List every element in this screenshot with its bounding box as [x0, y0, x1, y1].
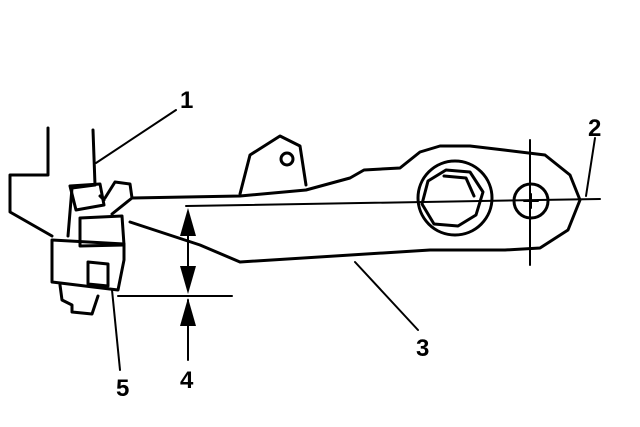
dimension-arrow [180, 208, 196, 361]
rod-end [98, 180, 134, 216]
callout-4: 4 [180, 367, 194, 394]
callout-3: 3 [416, 335, 429, 362]
leader-line-5 [111, 289, 121, 371]
hex-nut [416, 159, 494, 237]
lever-arm [128, 134, 582, 264]
actuator-body [50, 182, 126, 316]
leader-line-2 [585, 137, 596, 197]
reference-line-upper [185, 198, 601, 207]
leader-lines [95, 109, 596, 371]
mounting-bracket [8, 126, 97, 238]
callout-2: 2 [588, 115, 601, 142]
leader-line-1 [95, 109, 177, 164]
callout-1: 1 [180, 87, 193, 114]
leader-line-3 [354, 261, 419, 331]
callout-5: 5 [116, 375, 129, 402]
